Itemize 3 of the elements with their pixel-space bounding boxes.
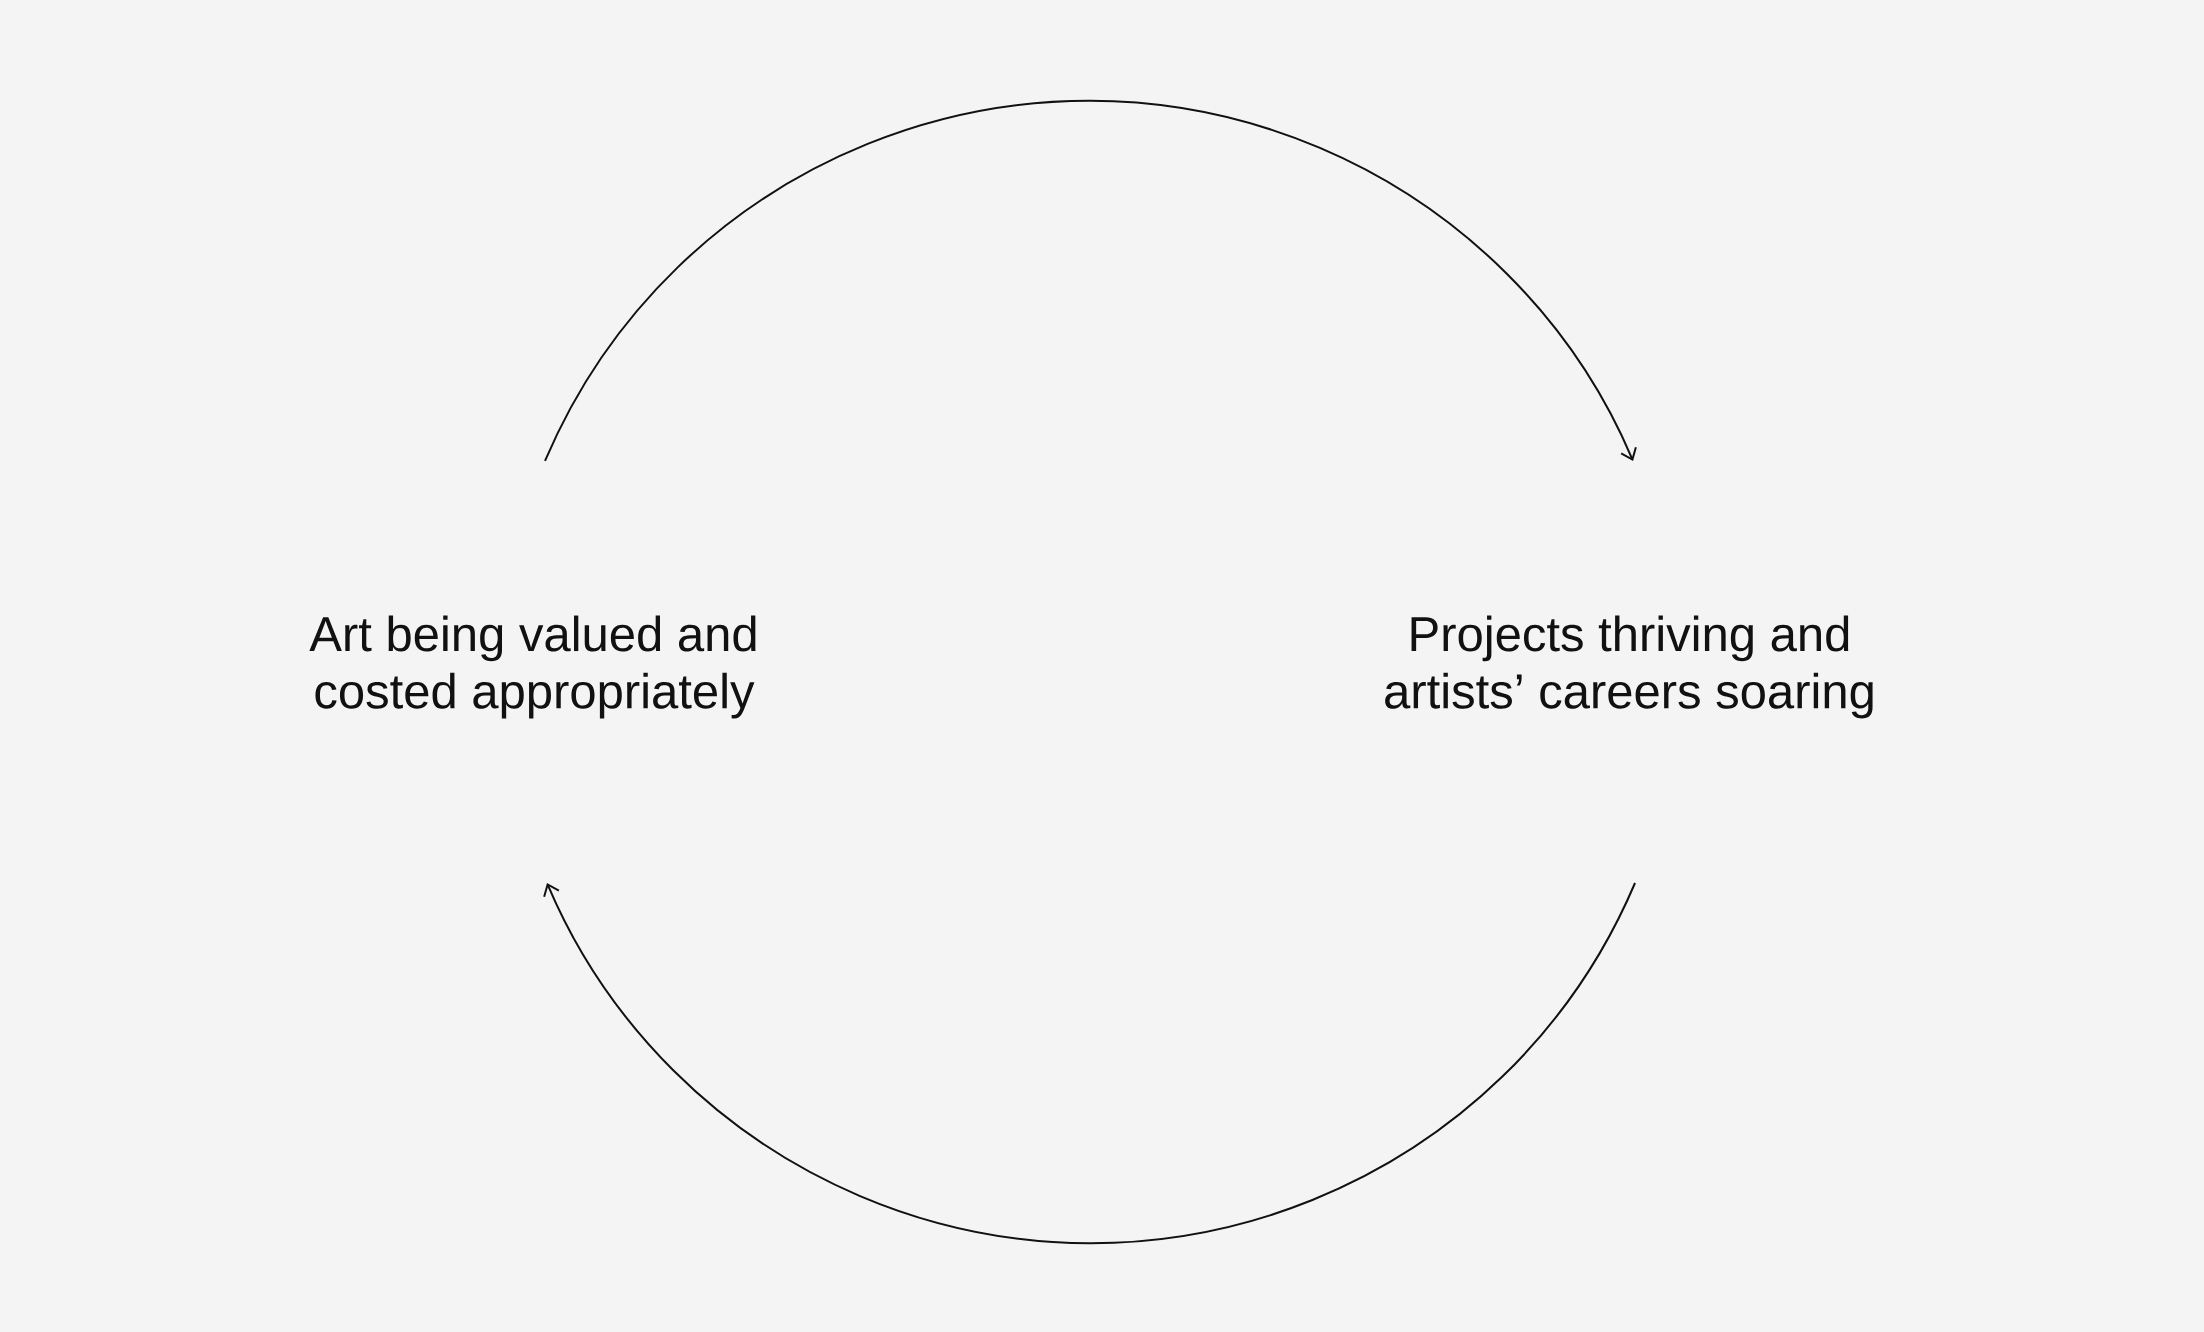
stage-label: Projects thriving and artists’ careers soaring — [1385, 615, 1873, 719]
stage-label: Art being valued and costed appropriately — [309, 615, 756, 719]
curved-arrow — [543, 882, 1636, 1245]
